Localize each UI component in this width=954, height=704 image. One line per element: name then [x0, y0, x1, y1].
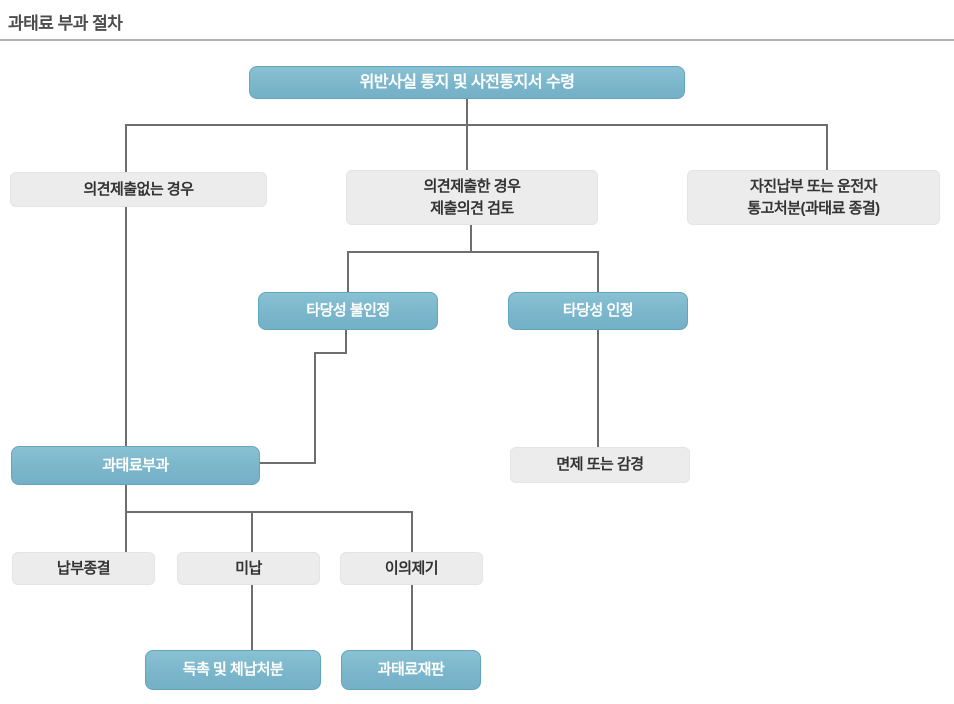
connector-line: [125, 511, 127, 552]
page-title: 과태료 부과 절차: [8, 14, 123, 33]
title-divider: [0, 39, 954, 41]
flow-node-exemption-or-reduction: 면제 또는 감경: [510, 447, 690, 483]
flow-node-label: 통고처분(과태료 종결): [747, 199, 880, 217]
flow-node-payment-completed: 납부종결: [12, 552, 155, 585]
connector-line: [251, 511, 253, 552]
connector-line: [345, 330, 347, 354]
flow-node-label: 의견제출없는 경우: [83, 180, 194, 198]
flow-node-receive-prior-notice: 위반사실 통지 및 사전통지서 수령: [249, 66, 685, 99]
connector-line: [125, 124, 127, 172]
flow-node-label: 의견제출한 경우: [423, 177, 521, 195]
connector-line: [347, 251, 599, 253]
connector-line: [125, 485, 127, 513]
flow-node-opinion-submitted-review: 의견제출한 경우 제출의견 검토: [346, 170, 598, 225]
flow-node-label: 과태료재판: [377, 661, 445, 679]
flow-node-label: 독촉 및 체납처분: [182, 661, 284, 679]
flow-node-dunning-disposition: 독촉 및 체납처분: [145, 650, 321, 690]
flow-node-unpaid: 미납: [177, 552, 320, 585]
connector-line: [411, 585, 413, 650]
connector-line: [314, 352, 347, 354]
connector-line: [411, 511, 413, 552]
flow-node-fine-trial: 과태료재판: [341, 650, 481, 690]
flow-node-impose-fine: 과태료부과: [11, 446, 260, 485]
connector-line: [125, 124, 828, 126]
flow-node-objection: 이의제기: [340, 552, 483, 585]
flow-node-label: 과태료부과: [102, 456, 169, 474]
connector-line: [826, 124, 828, 170]
flow-node-validity-accepted: 타당성 인정: [508, 292, 688, 330]
flow-node-no-opinion-submitted: 의견제출없는 경우: [10, 172, 267, 207]
flow-node-voluntary-payment-notice: 자진납부 또는 운전자 통고처분(과태료 종결): [687, 170, 940, 225]
connector-line: [260, 462, 316, 464]
flow-node-label: 미납: [235, 559, 262, 577]
connector-line: [466, 99, 468, 171]
flow-node-label: 자진납부 또는 운전자: [749, 177, 878, 195]
connector-line: [470, 225, 472, 253]
connector-line: [347, 251, 349, 292]
flow-node-label: 타당성 불인정: [306, 302, 390, 320]
connector-line: [125, 207, 127, 446]
flow-node-label: 위반사실 통지 및 사전통지서 수령: [359, 73, 575, 91]
connector-line: [597, 251, 599, 292]
flow-node-label: 이의제기: [384, 559, 439, 577]
connector-line: [251, 585, 253, 650]
connector-line: [314, 352, 316, 464]
flow-node-label: 타당성 인정: [562, 302, 634, 320]
flow-node-label: 납부종결: [56, 559, 111, 577]
flow-node-label: 제출의견 검토: [430, 199, 514, 217]
flow-node-validity-rejected: 타당성 불인정: [258, 292, 438, 330]
flow-node-label: 면제 또는 감경: [556, 456, 644, 474]
connector-line: [597, 330, 599, 447]
connector-line: [125, 511, 413, 513]
